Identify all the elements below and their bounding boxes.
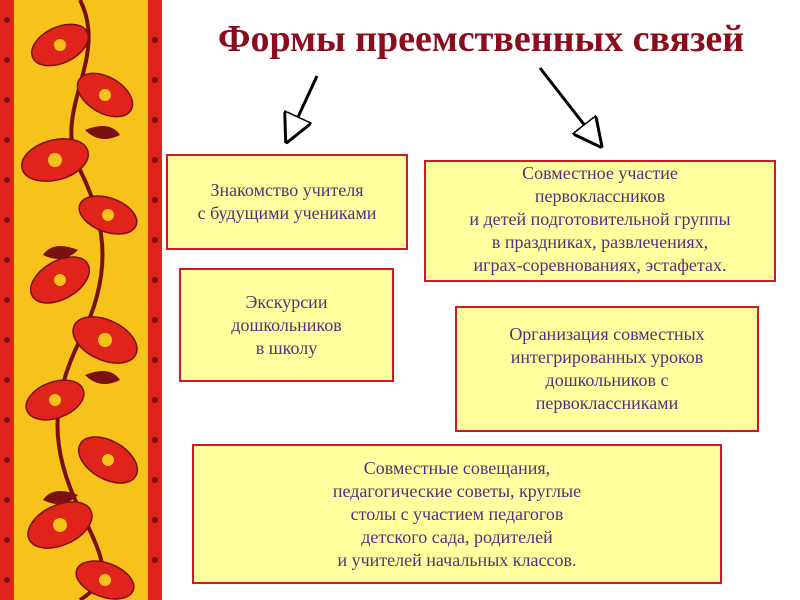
integrated-lessons-box: Организация совместных интегрированных у… <box>455 306 759 432</box>
excursions-text: Экскурсии дошкольников в школу <box>231 291 342 358</box>
integrated-lessons-text: Организация совместных интегрированных у… <box>509 324 705 413</box>
joint-meetings-text: Совместные совещания, педагогические сов… <box>332 457 582 570</box>
excursions-box: Экскурсии дошкольников в школу <box>179 268 394 382</box>
arrow-left <box>292 75 319 130</box>
joint-meetings-box: Совместные совещания, педагогические сов… <box>192 444 722 584</box>
khokhloma-ornament <box>0 0 162 600</box>
joint-participation-text: Совместное участие первоклассников и дет… <box>469 163 731 275</box>
teacher-meeting-box: Знакомство учителя с будущими учениками <box>166 154 408 250</box>
page-title: Формы преемственных связей <box>217 18 745 60</box>
joint-participation-box: Совместное участие первоклассников и дет… <box>424 160 776 282</box>
teacher-meeting-text: Знакомство учителя с будущими учениками <box>197 180 377 223</box>
arrow-right <box>538 67 593 136</box>
